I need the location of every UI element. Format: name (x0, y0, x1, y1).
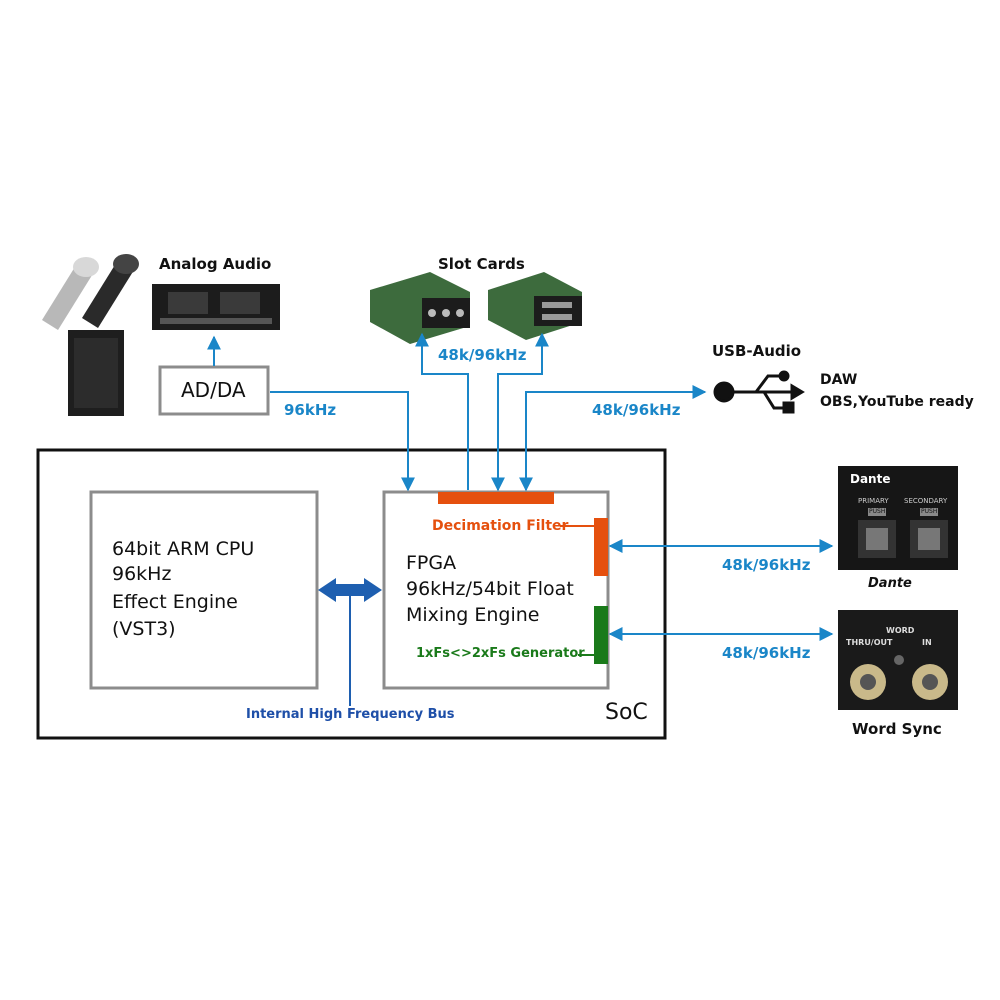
dante-panel-icon (838, 466, 958, 570)
daw-label: DAW (820, 372, 858, 388)
cpu-line-3: Effect Engine (112, 591, 238, 613)
dante-secondary-label: SECONDARY (904, 497, 948, 505)
microphone-black-icon (82, 254, 139, 328)
dante-primary-label: PRIMARY (858, 497, 889, 505)
dante-freq-label: 48k/96kHz (722, 556, 811, 574)
dante-interface-bar (594, 518, 608, 576)
slot-cards-heading: Slot Cards (438, 255, 525, 273)
fpga-line-3: Mixing Engine (406, 604, 540, 626)
slot-freq-label: 48k/96kHz (438, 346, 527, 364)
cpu-box (89, 490, 319, 690)
cpu-line-4: (VST3) (112, 618, 176, 640)
internal-bus-arrow (318, 578, 382, 706)
soc-label: SoC (605, 700, 648, 725)
analog-audio-heading: Analog Audio (159, 255, 272, 273)
generator-label: 1xFs<>2xFs Generator (416, 646, 585, 661)
fpga-line-1: FPGA (406, 552, 457, 574)
word-sync-heading: Word Sync (852, 720, 942, 738)
adda-label: AD/DA (181, 378, 246, 402)
internal-bus-label: Internal High Frequency Bus (246, 707, 455, 722)
word-panel-title: WORD (886, 626, 915, 635)
usb-audio-heading: USB-Audio (712, 342, 802, 360)
cpu-line-2: 96kHz (112, 563, 172, 585)
usb-icon (713, 370, 805, 414)
word-sync-panel-icon (838, 610, 958, 710)
adda-to-fpga-arrow (270, 391, 415, 492)
fpga-line-2: 96kHz/54bit Float (406, 578, 574, 600)
microphone-silver-icon (42, 257, 99, 330)
cassette-deck-icon (152, 284, 280, 330)
adda-freq-label: 96kHz (284, 401, 337, 419)
adda-box (158, 365, 270, 416)
word-in-label: IN (922, 638, 932, 647)
soc-box (36, 448, 667, 740)
decimation-filter-label: Decimation Filter (432, 518, 569, 534)
word-thru-label: THRU/OUT (846, 638, 893, 647)
speaker-icon (68, 330, 124, 416)
dante-push-2-label: PUSH (921, 508, 938, 515)
fpga-usb-arrow (519, 385, 707, 492)
usb-freq-label: 48k/96kHz (592, 401, 681, 419)
word-freq-label: 48k/96kHz (722, 644, 811, 662)
fpga-to-slot1-arrow (415, 332, 469, 490)
dante-push-1-label: PUSH (869, 508, 886, 515)
slot-card-2-icon (488, 272, 582, 340)
dante-panel-logo: Dante (850, 472, 891, 486)
decimation-filter-bar (438, 492, 554, 504)
word-interface-bar (594, 606, 608, 664)
obs-label: OBS,YouTube ready (820, 394, 974, 410)
cpu-line-1: 64bit ARM CPU (112, 538, 255, 560)
dante-brand-label: Dante (868, 576, 912, 591)
slot2-fpga-arrow (491, 332, 549, 492)
slot-card-1-icon (370, 272, 470, 344)
